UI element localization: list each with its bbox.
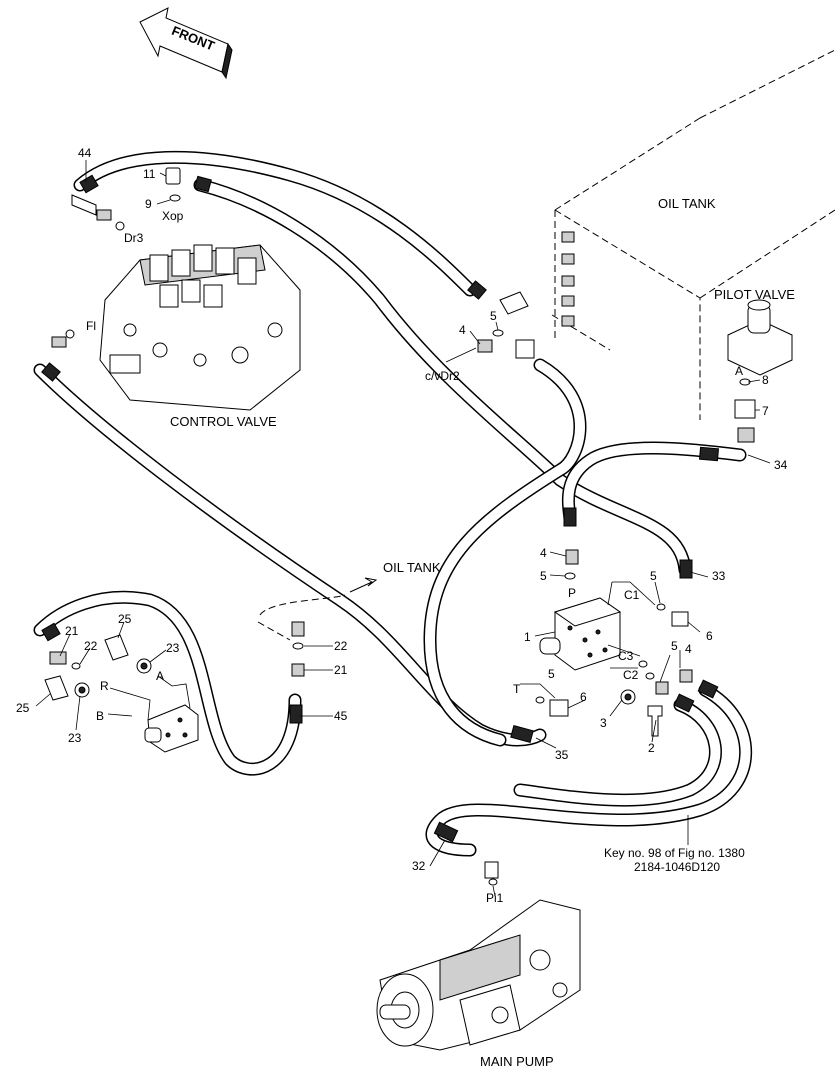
control-valve-spools — [149, 244, 257, 308]
tank-fittings — [561, 231, 575, 327]
leader-lines — [35, 160, 771, 897]
callout-3: 3 — [600, 716, 607, 730]
callout-4b: 4 — [540, 546, 547, 560]
callout-6a: 6 — [706, 629, 713, 643]
callout-33: 33 — [712, 569, 726, 583]
port-t: T — [513, 682, 521, 696]
callout-4c: 4 — [685, 642, 692, 656]
callout-8: 8 — [762, 373, 769, 387]
callout-21b: 21 — [65, 624, 79, 638]
main-pump — [376, 861, 581, 1051]
main-pump-label: MAIN PUMP — [480, 1054, 554, 1069]
reference-line-2: 2184-1046D120 — [634, 860, 720, 874]
left-fittings — [44, 634, 152, 701]
hose-ends — [41, 174, 720, 843]
callout-5c: 5 — [650, 569, 657, 583]
callout-25b: 25 — [16, 701, 30, 715]
port-c2: C2 — [623, 668, 639, 682]
port-dr3: Dr3 — [124, 231, 144, 245]
port-a-pilot: A — [735, 364, 743, 378]
distribution-block — [535, 549, 693, 737]
callout-1: 1 — [524, 630, 531, 644]
control-valve — [99, 244, 301, 411]
callout-25a: 25 — [118, 612, 132, 626]
callout-22b: 22 — [84, 639, 98, 653]
port-c3: C3 — [618, 649, 634, 663]
tank-line-fittings — [477, 291, 535, 359]
control-valve-label: CONTROL VALVE — [170, 414, 277, 429]
callout-11: 11 — [143, 167, 156, 181]
port-a-block: A — [156, 669, 164, 683]
callout-45: 45 — [334, 709, 348, 723]
callout-23a: 23 — [166, 641, 180, 655]
callout-32: 32 — [412, 859, 426, 873]
callout-5d: 5 — [671, 639, 678, 653]
port-c1: C1 — [624, 588, 640, 602]
solenoid-block — [144, 704, 199, 753]
callout-35: 35 — [555, 748, 569, 762]
port-b: B — [96, 709, 104, 723]
port-pi1: Pi1 — [486, 891, 504, 905]
callout-23b: 23 — [68, 731, 82, 745]
callout-5e: 5 — [548, 667, 555, 681]
oil-tank-top-label: OIL TANK — [658, 196, 716, 211]
port-fl: Fl — [86, 319, 96, 333]
callout-34: 34 — [774, 458, 788, 472]
callout-5a: 5 — [490, 309, 497, 323]
callout-4a: 4 — [459, 323, 466, 337]
labels: CONTROL VALVE OIL TANK PILOT VALVE OIL T… — [16, 146, 795, 1069]
callout-6b: 6 — [580, 690, 587, 704]
callout-21a: 21 — [334, 663, 348, 677]
port-r: R — [100, 679, 109, 693]
cv-fittings — [51, 167, 181, 348]
callout-22a: 22 — [334, 639, 348, 653]
pilot-valve — [727, 299, 793, 443]
oil-tank-mid — [257, 577, 378, 677]
callout-2: 2 — [648, 741, 655, 755]
front-arrow: FRONT — [139, 7, 233, 80]
port-cvdr2: c/vDr2 — [425, 369, 460, 383]
pilot-valve-label: PILOT VALVE — [714, 287, 795, 302]
oil-tank-top — [551, 49, 835, 420]
oil-tank-mid-label: OIL TANK — [383, 560, 441, 575]
callout-7: 7 — [762, 404, 769, 418]
callout-5b: 5 — [540, 569, 547, 583]
reference-line-1: Key no. 98 of Fig no. 1380 — [604, 846, 745, 860]
callout-44: 44 — [78, 146, 92, 160]
port-p: P — [568, 586, 576, 600]
port-xop: Xop — [162, 209, 184, 223]
callout-9: 9 — [145, 197, 152, 211]
